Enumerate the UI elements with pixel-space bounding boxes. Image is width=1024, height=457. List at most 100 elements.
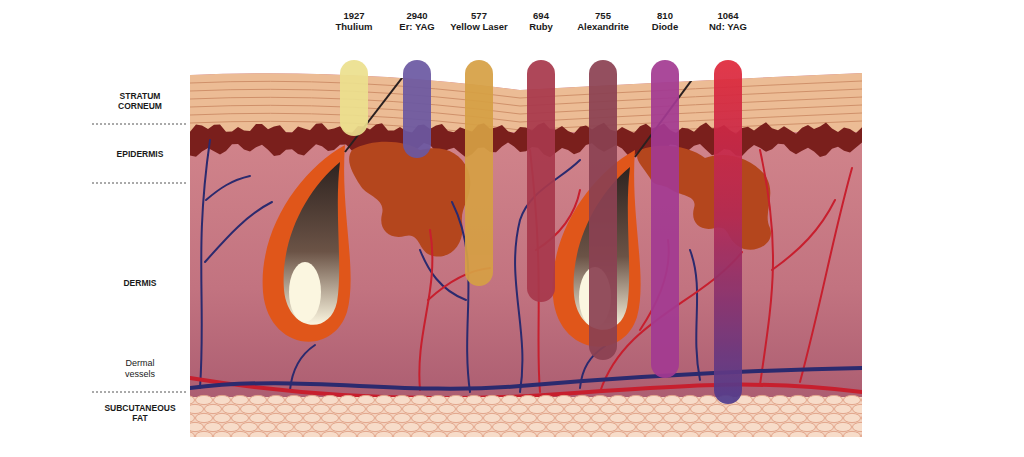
subcutaneous-fat [178, 395, 879, 442]
fat-cell [295, 404, 312, 413]
artery [760, 150, 773, 385]
laser-label: Alexandrite [577, 21, 629, 32]
fat-cell [394, 413, 411, 422]
fat-cell [421, 404, 438, 413]
fat-cell [790, 413, 807, 422]
fat-cell [250, 413, 267, 422]
follicle-sheath [263, 145, 351, 342]
layer-label: SUBCUTANEOUS FAT [101, 403, 179, 423]
fat-cell [232, 431, 249, 440]
fat-cell [799, 422, 816, 431]
laser-beam [465, 60, 493, 286]
fat-cell [781, 422, 798, 431]
fat-cell [745, 422, 762, 431]
fat-cell [259, 404, 276, 413]
fat-cell [403, 404, 420, 413]
hair-bulb [284, 162, 340, 325]
skin-section [178, 52, 879, 442]
fat-cell [376, 431, 393, 440]
fat-cell [493, 404, 510, 413]
fat-cell [178, 395, 195, 404]
fat-cell [205, 404, 222, 413]
vein [205, 202, 272, 262]
laser-label: 1927 [343, 10, 364, 21]
fat-cell [214, 413, 231, 422]
fat-cell [610, 431, 627, 440]
fat-cell [520, 431, 537, 440]
fat-cell [286, 395, 303, 404]
fat-cell [763, 422, 780, 431]
fat-cell [655, 422, 672, 431]
fat-cell [826, 395, 843, 404]
laser-label: 810 [657, 10, 673, 21]
fat-cell [709, 404, 726, 413]
fat-cell [547, 404, 564, 413]
vein [206, 176, 250, 200]
fat-cell [430, 395, 447, 404]
laser-label: 1064 [717, 10, 738, 21]
fat-cell [709, 422, 726, 431]
fat-cell [727, 422, 744, 431]
fat-cell [664, 431, 681, 440]
fat-cell [844, 395, 861, 404]
fat-cell [754, 413, 771, 422]
laser-beam [527, 60, 555, 302]
fat-cell [214, 395, 231, 404]
layer-label: STRATUM CORNEUM [101, 91, 179, 111]
fat-cell [655, 404, 672, 413]
fat-cell [286, 413, 303, 422]
fat-cell [268, 395, 285, 404]
fat-cell [502, 431, 519, 440]
fat-cell [853, 422, 870, 431]
hair-follicle [263, 52, 422, 342]
fat-cell [754, 395, 771, 404]
fat-cell [349, 422, 366, 431]
fat-cell [592, 413, 609, 422]
fat-cell [772, 413, 789, 422]
fat-cell [304, 395, 321, 404]
fat-cell [268, 431, 285, 440]
fat-cell [475, 404, 492, 413]
fat-cell [511, 404, 528, 413]
laser-beam [403, 60, 431, 158]
fat-cell [817, 422, 834, 431]
artery [800, 168, 852, 382]
fat-cell [232, 413, 249, 422]
fat-cell [502, 413, 519, 422]
fat-cell [430, 413, 447, 422]
fat-cell [736, 413, 753, 422]
fat-cell [808, 431, 825, 440]
fat-cell [628, 395, 645, 404]
fat-cell [340, 395, 357, 404]
fat-cell [196, 413, 213, 422]
fat-cell [763, 404, 780, 413]
fat-cell [277, 422, 294, 431]
dermis-layer [190, 60, 862, 440]
fat-cell [745, 404, 762, 413]
laser-beam [651, 60, 679, 378]
fat-cell [592, 431, 609, 440]
fat-cell [484, 413, 501, 422]
fat-cell [187, 404, 204, 413]
fat-cell [448, 431, 465, 440]
fat-cell [790, 395, 807, 404]
fat-cell [808, 395, 825, 404]
fat-cell [862, 413, 879, 422]
fat-cell [682, 395, 699, 404]
laser-beam [589, 60, 617, 360]
fat-cell [403, 422, 420, 431]
layer-label: Dermal vessels [115, 358, 165, 380]
fat-cell [187, 422, 204, 431]
vein [690, 250, 700, 380]
fat-cell [628, 431, 645, 440]
laser-label: Yellow Laser [450, 21, 508, 32]
fat-cell [502, 395, 519, 404]
fat-cell [538, 395, 555, 404]
fat-cell [331, 422, 348, 431]
fat-cell [367, 404, 384, 413]
laser-label: Thulium [336, 21, 373, 32]
fat-cell [322, 431, 339, 440]
dermal-vessels [190, 140, 862, 398]
fat-cell [619, 404, 636, 413]
fat-cell [862, 395, 879, 404]
